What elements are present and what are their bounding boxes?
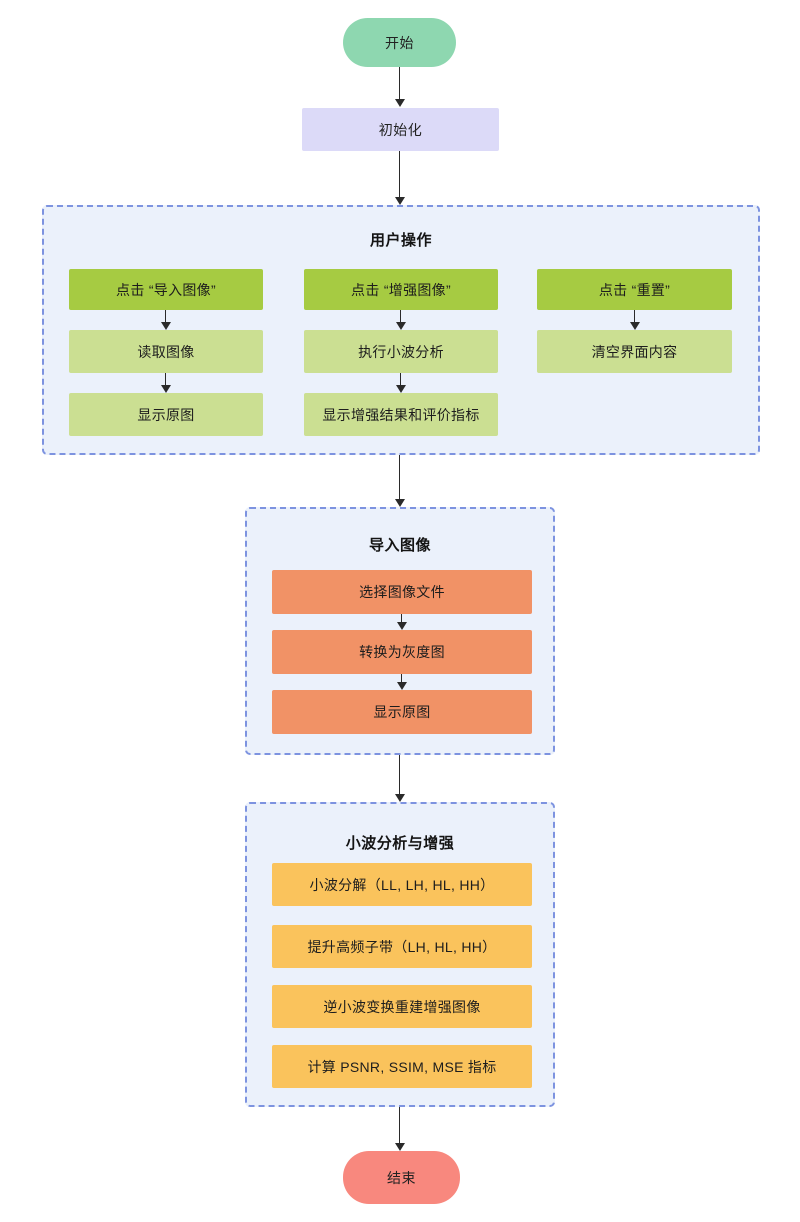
step-show-results-and-metrics: 显示增强结果和评价指标 xyxy=(304,393,498,436)
step-run-wavelet-analysis: 执行小波分析 xyxy=(304,330,498,373)
step-click-import-image: 点击 “导入图像” xyxy=(69,269,263,310)
import-image-title: 导入图像 xyxy=(368,537,431,554)
arrow-start-to-init xyxy=(394,67,405,107)
arrow-import-1 xyxy=(396,614,407,630)
step-read-image: 读取图像 xyxy=(69,330,263,373)
step-boost-high-frequency: 提升高频子带（LH, HL, HH） xyxy=(272,925,532,968)
arrow-import-to-wavelet xyxy=(394,755,405,802)
start-node-label: 开始 xyxy=(385,34,414,51)
import-image-group: 导入图像 选择图像文件 转换为灰度图 显示原图 xyxy=(245,507,555,755)
start-node: 开始 xyxy=(343,18,456,67)
arrow-col2-1 xyxy=(395,310,406,330)
init-node-label: 初始化 xyxy=(378,121,423,138)
end-node-label: 结束 xyxy=(387,1169,416,1186)
user-operations-group: 用户操作 点击 “导入图像” 读取图像 显示原图 点击 “增强图像” 执行小波分… xyxy=(42,205,760,455)
wavelet-group: 小波分析与增强 小波分解（LL, LH, HL, HH） 提升高频子带（LH, … xyxy=(245,802,555,1107)
arrow-userops-to-import xyxy=(394,455,405,507)
step-display-original: 显示原图 xyxy=(272,690,532,734)
step-select-image-file: 选择图像文件 xyxy=(272,570,532,614)
arrow-wavelet-to-end xyxy=(394,1107,405,1151)
wavelet-title: 小波分析与增强 xyxy=(345,835,455,852)
init-node: 初始化 xyxy=(302,108,499,151)
arrow-col1-1 xyxy=(160,310,171,330)
step-wavelet-decompose: 小波分解（LL, LH, HL, HH） xyxy=(272,863,532,906)
step-clear-ui-content: 清空界面内容 xyxy=(537,330,732,373)
step-show-original: 显示原图 xyxy=(69,393,263,436)
user-operations-title: 用户操作 xyxy=(369,232,432,249)
step-compute-metrics: 计算 PSNR, SSIM, MSE 指标 xyxy=(272,1045,532,1088)
arrow-import-2 xyxy=(396,674,407,690)
arrow-init-to-userops xyxy=(394,151,405,205)
step-click-reset: 点击 “重置” xyxy=(537,269,732,310)
step-convert-grayscale: 转换为灰度图 xyxy=(272,630,532,674)
end-node: 结束 xyxy=(343,1151,460,1204)
step-click-enhance-image: 点击 “增强图像” xyxy=(304,269,498,310)
arrow-col2-2 xyxy=(395,373,406,393)
step-inverse-wavelet-reconstruct: 逆小波变换重建增强图像 xyxy=(272,985,532,1028)
arrow-col3-1 xyxy=(629,310,640,330)
arrow-col1-2 xyxy=(160,373,171,393)
